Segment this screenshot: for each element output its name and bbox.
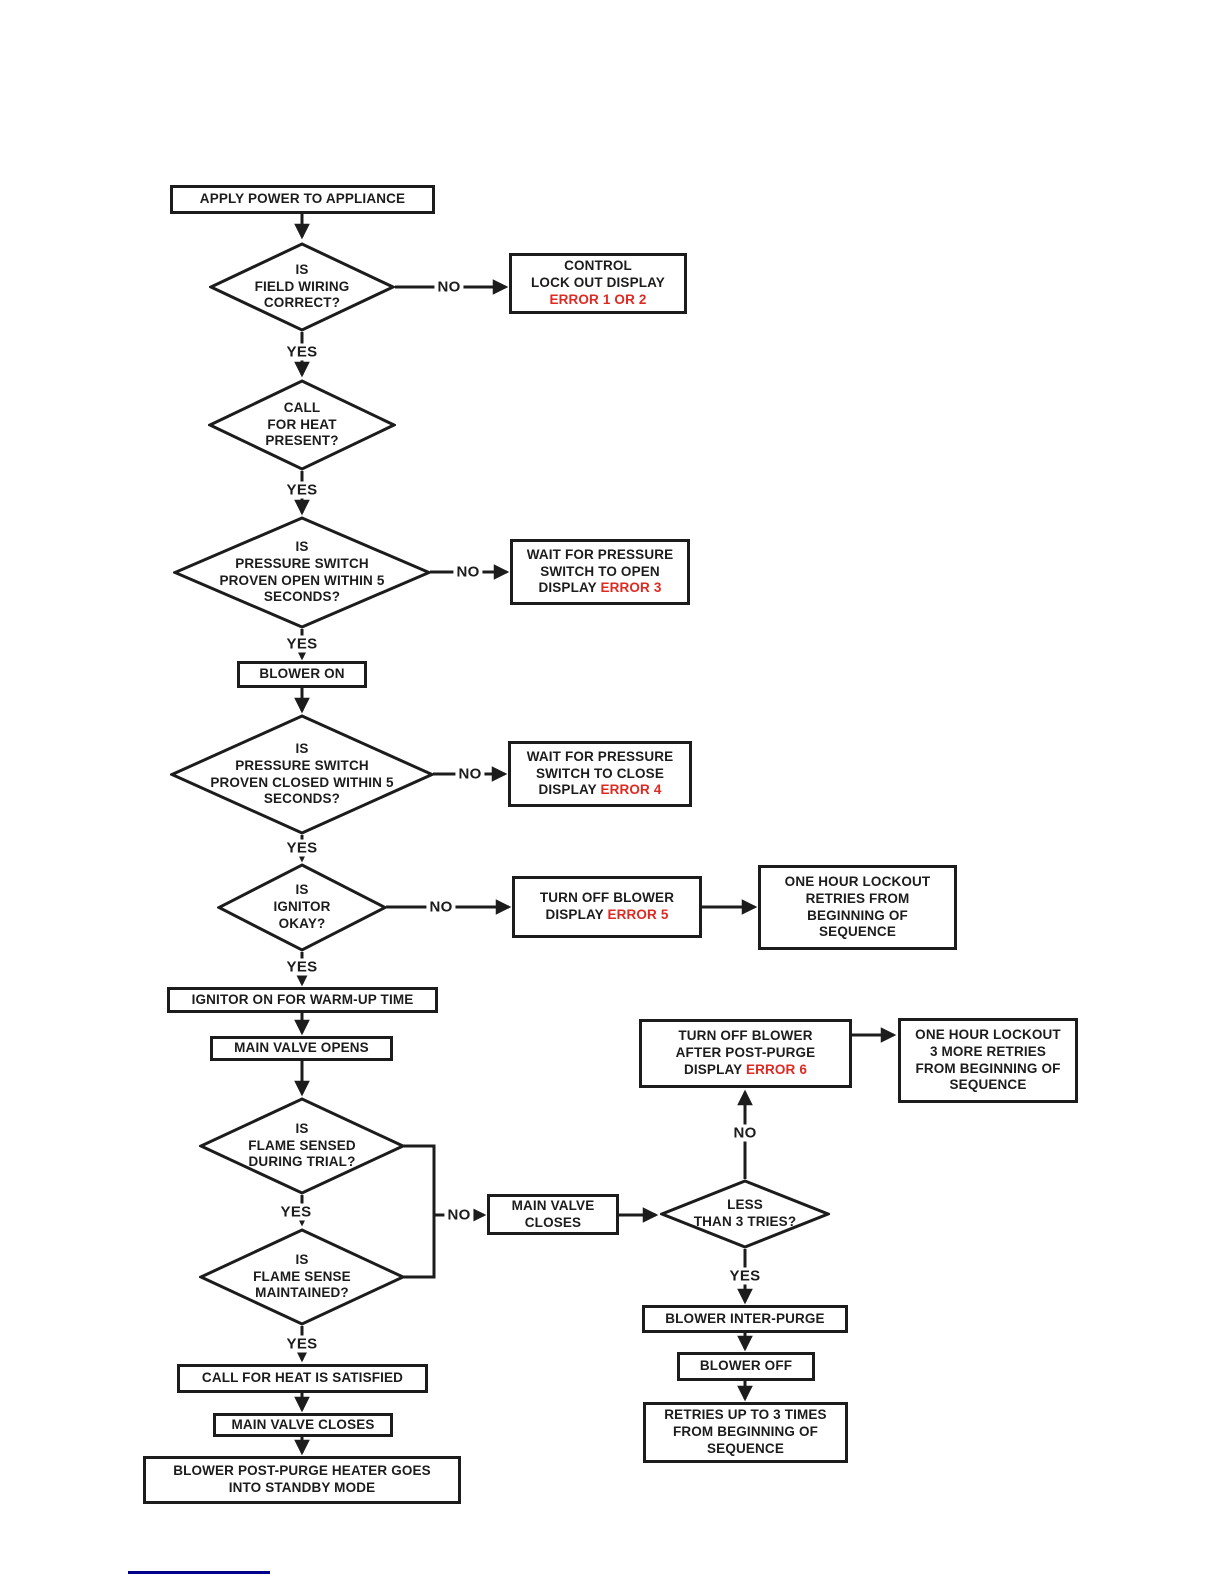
node-text: TURN OFF BLOWER AFTER POST-PURGE DISPLAY… (675, 1028, 816, 1077)
decision-flame-sensed: IS FLAME SENSED DURING TRIAL? (199, 1097, 405, 1195)
node-text: MAIN VALVE CLOSES (511, 1197, 595, 1230)
node-blower-post-purge-standby: BLOWER POST-PURGE HEATER GOES INTO STAND… (143, 1456, 461, 1504)
node-text: MAIN VALVE CLOSES (231, 1416, 375, 1432)
node-blower-on: BLOWER ON (237, 661, 367, 688)
node-wait-pressure-close: WAIT FOR PRESSURE SWITCH TO CLOSE DISPLA… (508, 741, 692, 807)
node-text: BLOWER ON (259, 666, 345, 682)
node-text: BLOWER POST-PURGE HEATER GOES INTO STAND… (173, 1463, 431, 1495)
node-text: TURN OFF BLOWER DISPLAY ERROR 5 (539, 890, 675, 922)
node-text: IS FLAME SENSE MAINTAINED? (253, 1251, 351, 1301)
decision-pressure-switch-closed: IS PRESSURE SWITCH PROVEN CLOSED WITHIN … (170, 714, 434, 835)
yes-label: YES (283, 343, 321, 361)
diamond-shape (199, 1228, 405, 1326)
node-text: IS FLAME SENSED DURING TRIAL? (248, 1120, 356, 1170)
decision-flame-maintained: IS FLAME SENSE MAINTAINED? (199, 1228, 405, 1326)
node-blower-off: BLOWER OFF (677, 1352, 815, 1381)
yes-label: YES (277, 1203, 315, 1221)
node-main-valve-closes-mid: MAIN VALVE CLOSES (487, 1194, 619, 1235)
decision-call-for-heat: CALL FOR HEAT PRESENT? (208, 379, 396, 471)
error-code: ERROR 4 (600, 782, 662, 798)
no-label: NO (434, 278, 464, 296)
decision-less-than-3-tries: LESS THAN 3 TRIES? (660, 1179, 830, 1249)
diamond-shape (209, 242, 395, 332)
yes-label: YES (283, 481, 321, 499)
diamond-shape (173, 516, 431, 629)
node-text: IS FIELD WIRING CORRECT? (254, 261, 350, 311)
no-label: NO (455, 765, 485, 783)
error-code: ERROR 1 OR 2 (549, 291, 647, 307)
diamond-shape (217, 863, 387, 952)
error-code: ERROR 5 (607, 907, 669, 922)
node-text: ONE HOUR LOCKOUT RETRIES FROM BEGINNING … (784, 874, 931, 940)
diamond-shape (660, 1179, 830, 1249)
node-text: IS PRESSURE SWITCH PROVEN CLOSED WITHIN … (210, 741, 394, 807)
yes-label: YES (283, 958, 321, 976)
no-label: NO (426, 898, 456, 916)
node-wait-pressure-open: WAIT FOR PRESSURE SWITCH TO OPEN DISPLAY… (510, 539, 690, 605)
node-retries-3-times: RETRIES UP TO 3 TIMES FROM BEGINNING OF … (643, 1402, 848, 1463)
node-one-hour-lockout-3-retries: ONE HOUR LOCKOUT 3 MORE RETRIES FROM BEG… (898, 1018, 1078, 1103)
yes-label: YES (283, 635, 321, 653)
node-call-heat-satisfied: CALL FOR HEAT IS SATISFIED (177, 1364, 428, 1393)
yes-label: YES (283, 1335, 321, 1353)
node-text: WAIT FOR PRESSURE SWITCH TO CLOSE DISPLA… (526, 748, 674, 798)
node-text: BLOWER INTER-PURGE (665, 1310, 825, 1326)
yes-label: YES (283, 839, 321, 857)
node-main-valve-closes-end: MAIN VALVE CLOSES (213, 1413, 393, 1437)
diamond-shape (170, 714, 434, 835)
node-turn-off-blower-error5: TURN OFF BLOWER DISPLAY ERROR 5 (512, 876, 702, 938)
node-text: MAIN VALVE OPENS (234, 1040, 369, 1056)
node-ignitor-on-warmup: IGNITOR ON FOR WARM-UP TIME (167, 987, 438, 1013)
diamond-shape (199, 1097, 405, 1195)
node-text: CONTROL LOCK OUT DISPLAY ERROR 1 OR 2 (531, 258, 665, 307)
no-label: NO (453, 563, 483, 581)
node-text: APPLY POWER TO APPLIANCE (199, 191, 406, 207)
diamond-shape (208, 379, 396, 471)
node-main-valve-opens: MAIN VALVE OPENS (210, 1036, 393, 1061)
node-text: CALL FOR HEAT PRESENT? (265, 399, 339, 449)
node-text: LESS THAN 3 TRIES? (693, 1197, 797, 1229)
footer-rule (128, 1571, 270, 1574)
no-label: NO (730, 1124, 760, 1142)
node-text: CALL FOR HEAT IS SATISFIED (201, 1370, 404, 1386)
node-blower-inter-purge: BLOWER INTER-PURGE (642, 1305, 848, 1333)
node-text: BLOWER OFF (699, 1358, 793, 1374)
node-apply-power: APPLY POWER TO APPLIANCE (170, 185, 435, 214)
decision-pressure-switch-open: IS PRESSURE SWITCH PROVEN OPEN WITHIN 5 … (173, 516, 431, 629)
node-text: IS PRESSURE SWITCH PROVEN OPEN WITHIN 5 … (219, 539, 385, 605)
no-label: NO (444, 1206, 474, 1224)
error-code: ERROR 6 (745, 1061, 808, 1077)
node-text: IS IGNITOR OKAY? (273, 882, 331, 931)
yes-label: YES (726, 1267, 764, 1285)
node-turn-off-blower-error6: TURN OFF BLOWER AFTER POST-PURGE DISPLAY… (639, 1019, 852, 1088)
decision-field-wiring: IS FIELD WIRING CORRECT? (209, 242, 395, 332)
node-text: WAIT FOR PRESSURE SWITCH TO OPEN DISPLAY… (526, 546, 674, 596)
node-text: IGNITOR ON FOR WARM-UP TIME (191, 991, 414, 1007)
decision-ignitor-okay: IS IGNITOR OKAY? (217, 863, 387, 952)
node-control-lockout: CONTROL LOCK OUT DISPLAY ERROR 1 OR 2 (509, 253, 687, 314)
node-text: RETRIES UP TO 3 TIMES FROM BEGINNING OF … (664, 1407, 827, 1456)
error-code: ERROR 3 (600, 580, 662, 596)
node-text: ONE HOUR LOCKOUT 3 MORE RETRIES FROM BEG… (915, 1027, 1061, 1093)
node-one-hour-lockout: ONE HOUR LOCKOUT RETRIES FROM BEGINNING … (758, 865, 957, 950)
